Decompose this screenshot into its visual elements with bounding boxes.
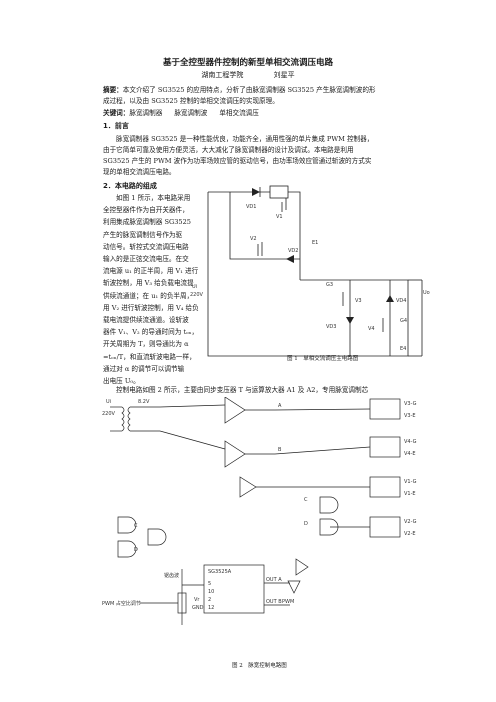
abstract-line-1: 本文介绍了 SG3525 的应用特点，分析了由脉宽调制器 SG3525 产生脉宽… — [122, 86, 376, 94]
fig1-label-vd3: VD3 — [326, 324, 336, 330]
fig2-out-label: V1-E — [404, 491, 416, 497]
fig1-label-v3: V3 — [355, 298, 362, 304]
s2-line: 供续流通道；在 u₁ 的负半周， — [103, 291, 194, 300]
fig2-pin-name: Vr — [194, 597, 200, 603]
fig2-out-label: V2-G — [404, 519, 417, 525]
fig2-outa: OUT A — [266, 577, 282, 583]
fig2-pin: 10 — [208, 589, 214, 595]
fig2-sig: C — [134, 523, 138, 529]
fig2-sig: D — [304, 521, 308, 527]
section-1-heading: 1．前言 — [103, 122, 129, 130]
s1-line-3: SG3525 产生的 PWM 波作为功率场效应管的驱动信号，由功率场效应管通过斩… — [103, 157, 372, 165]
fig1-label-e1: E1 — [312, 240, 318, 246]
fig1-label-vd1: VD1 — [246, 204, 256, 210]
fig2-chip-label: SG3525A — [208, 569, 232, 575]
fig2-pwm-adjust: PWM 占空比调节 — [102, 600, 141, 607]
abstract-line-2: 成过程，以及由 SG3525 控制的单相交流调压的实现原理。 — [103, 97, 279, 105]
fig1-label-e4: E4 — [400, 346, 406, 352]
section-1-body: 脉宽调制器 SG3525 是一种性能优良，功能齐全，通用性强的单片集成 PWM … — [103, 134, 428, 178]
fig2-osc-label: 锯齿波 — [164, 572, 179, 579]
paper-title: 基于全控型器件控制的新型单相交流调压电路 — [162, 58, 333, 68]
s1-line-4: 现的单相交流调压电路。 — [103, 168, 176, 176]
s1-line-1: 脉宽调制器 SG3525 是一种性能优良，功能齐全，通用性强的单片集成 PWM … — [116, 135, 374, 143]
fig1-label-v1: V1 — [276, 214, 283, 220]
fig2-pwm: PWM — [282, 599, 294, 605]
author: 刘星平 — [273, 71, 295, 79]
section-2-continue: 控制电路如图 2 所示，主要由同步变压器 T 与运算放大器 A1 及 A2，专用… — [103, 385, 428, 396]
s2-line: 开关周期为 T，则导通比为 α — [103, 340, 189, 349]
fig2-label-ui: Ui — [106, 399, 111, 405]
fig2-outb: OUT B — [266, 599, 282, 605]
s2-line: 产生的脉宽调制信号作为驱 — [103, 230, 183, 239]
figure-2-control-circuit: Ui 220V 8.2V A B C D C D V3-G V3-E V4-G … — [102, 397, 417, 625]
s1-line-2: 由于它简单可靠及使用方便灵活，大大减化了脉宽调制器的设计及调试。本电路是利用 — [103, 146, 354, 154]
figure-2-caption: 图 2 脉宽控制电路图 — [232, 663, 287, 669]
s2-line: 出电压 U₀。 — [103, 377, 140, 386]
s2-line: 器件 V₁、V₂ 的导通时间为 tₒₙ， — [103, 328, 199, 337]
fig2-pin: 5 — [208, 581, 211, 587]
s2-line: 流电源 u₁ 的正半周，用 V₁ 进行 — [103, 267, 199, 276]
fig2-sig: C — [304, 497, 308, 503]
fig1-label-220v: 220V — [190, 292, 204, 298]
fig1-label-vd2: VD2 — [288, 248, 298, 254]
fig1-label-vd4: VD4 — [396, 298, 406, 304]
s2-line: 载电流提供续流通道。设斩波 — [103, 316, 189, 325]
s2-line: 通过对 α 的调节可以调节输 — [103, 364, 185, 373]
figure-1-caption: 图 1 单相交流调压主电路图 — [287, 356, 359, 362]
fig2-pin: 2 — [208, 597, 211, 603]
fig2-out-label: V1-G — [404, 479, 417, 485]
affiliation: 湖南工程学院 — [201, 71, 244, 79]
fig2-sig: B — [278, 447, 282, 453]
fig2-label-8v2: 8.2V — [138, 399, 150, 405]
fig2-out-label: V4-G — [404, 439, 417, 445]
keyword-1: 脉宽调制器 — [129, 109, 163, 117]
fig1-label-g4: G4 — [400, 318, 407, 324]
s2-line: 用 V₂ 进行斩波控制，用 V₄ 给负 — [103, 303, 199, 312]
section-2-heading: 2．本电路的组成 — [103, 182, 157, 190]
fig2-pin-name: GND — [192, 605, 204, 611]
fig1-label-v4: V4 — [368, 326, 375, 332]
fig1-label-ui: Ui — [192, 284, 197, 290]
fig2-out-label: V4-E — [404, 451, 416, 457]
fig2-label-220v: 220V — [102, 411, 116, 417]
s2-line: 利用集成脉宽调制器 SG3525 — [103, 218, 192, 227]
s2-continue-line: 控制电路如图 2 所示，主要由同步变压器 T 与运算放大器 A1 及 A2，专用… — [116, 386, 369, 394]
s2-line: =tₒₙ/T，和直流斩波电路一样， — [103, 352, 196, 361]
keywords: 关键词：脉宽调制器 脉宽调制波 单相交流调压 — [103, 108, 428, 119]
abstract: 摘要：本文介绍了 SG3525 的应用特点，分析了由脉宽调制器 SG3525 产… — [103, 85, 428, 107]
s2-line: 全控型器件作为自开关器件， — [103, 206, 189, 215]
keyword-2: 脉宽调制波 — [174, 109, 208, 117]
fig2-out-label: V3-G — [404, 401, 417, 407]
abstract-label: 摘要： — [103, 86, 123, 94]
fig1-label-v2: V2 — [250, 236, 257, 242]
fig2-out-label: V3-E — [404, 413, 416, 419]
fig2-out-label: V2-E — [404, 531, 416, 537]
s2-line: 如图 1 所示，本电路采用 — [116, 194, 191, 202]
fig1-label-uo: Uo — [423, 290, 430, 296]
keywords-label: 关键词： — [103, 109, 130, 117]
s2-line: 输入的是正弦交流电压。在交 — [103, 255, 189, 264]
s2-line: 斩波控制，用 V₃ 给负载电流提 — [103, 279, 194, 288]
keyword-3: 单相交流调压 — [219, 109, 259, 117]
s2-line: 动信号。斩控式交流调压电路 — [103, 242, 189, 251]
byline: 湖南工程学院 刘星平 — [0, 70, 496, 80]
figure-1-main-circuit: VD1 V1 V2 VD2 V3 VD3 V4 VD4 Ui 220V Uo E… — [190, 185, 430, 357]
fig2-pin: 12 — [208, 605, 214, 611]
section-2-column: 如图 1 所示，本电路采用 全控型器件作为自开关器件， 利用集成脉宽调制器 SG… — [103, 192, 207, 387]
fig2-sig: A — [278, 403, 282, 409]
fig2-sig: D — [134, 547, 138, 553]
fig1-label-g3: G3 — [326, 282, 333, 288]
